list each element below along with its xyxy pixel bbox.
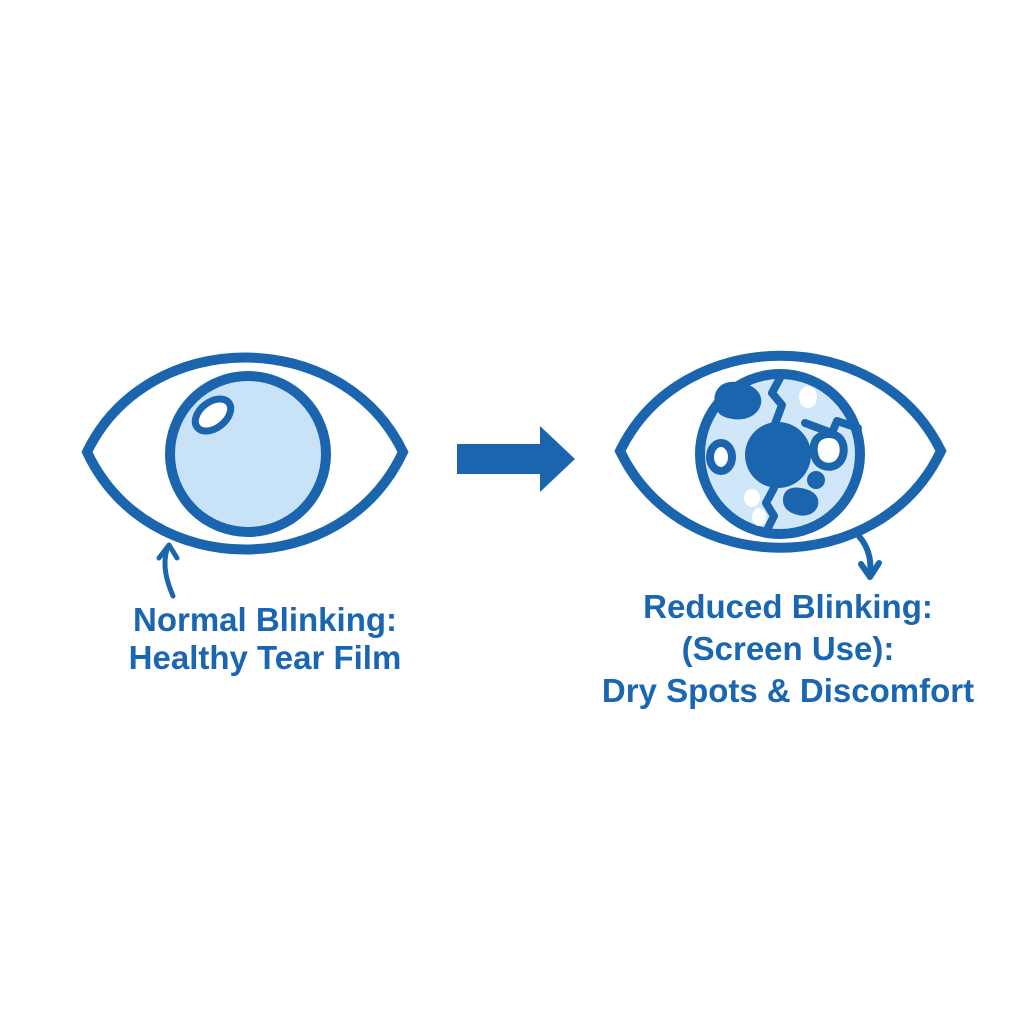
dry-spot xyxy=(783,487,819,516)
caption-reduced-blinking: Reduced Blinking: (Screen Use): Dry Spot… xyxy=(593,586,983,712)
dry-spot-white xyxy=(706,439,736,475)
arrow-up-icon xyxy=(156,542,180,599)
pointer-shaft xyxy=(162,546,176,599)
arrow-shape xyxy=(457,426,575,492)
healthy-tear-film xyxy=(165,371,331,537)
caption-normal-blinking: Normal Blinking: Healthy Tear Film xyxy=(95,601,435,677)
dry-gap xyxy=(799,386,817,408)
caption-line: (Screen Use): xyxy=(681,630,895,667)
iris-highlight xyxy=(191,395,235,435)
dry-gap xyxy=(752,508,766,526)
crack-line xyxy=(762,484,778,536)
dry-gap xyxy=(744,489,760,507)
dry-eye-icon xyxy=(614,350,947,553)
pupil xyxy=(745,422,811,488)
crack-line xyxy=(768,374,786,428)
dry-spot-white xyxy=(809,430,848,471)
arrow-right-icon xyxy=(457,426,575,492)
dry-spot xyxy=(714,381,762,420)
normal-eye-icon xyxy=(81,352,409,555)
pointer-head xyxy=(156,542,180,561)
eye-outline xyxy=(614,350,947,553)
pointer-shaft xyxy=(852,529,874,577)
caption-line: Healthy Tear Film xyxy=(128,639,402,676)
crack-line xyxy=(801,417,862,437)
caption-line: Dry Spots & Discomfort xyxy=(601,672,975,709)
caption-line: Normal Blinking: xyxy=(132,601,398,638)
dry-spot xyxy=(807,471,825,489)
pointer-head xyxy=(858,560,882,580)
caption-line: Reduced Blinking: xyxy=(643,588,933,625)
arrow-down-curved-icon xyxy=(852,529,882,580)
eye-outline xyxy=(81,352,409,555)
